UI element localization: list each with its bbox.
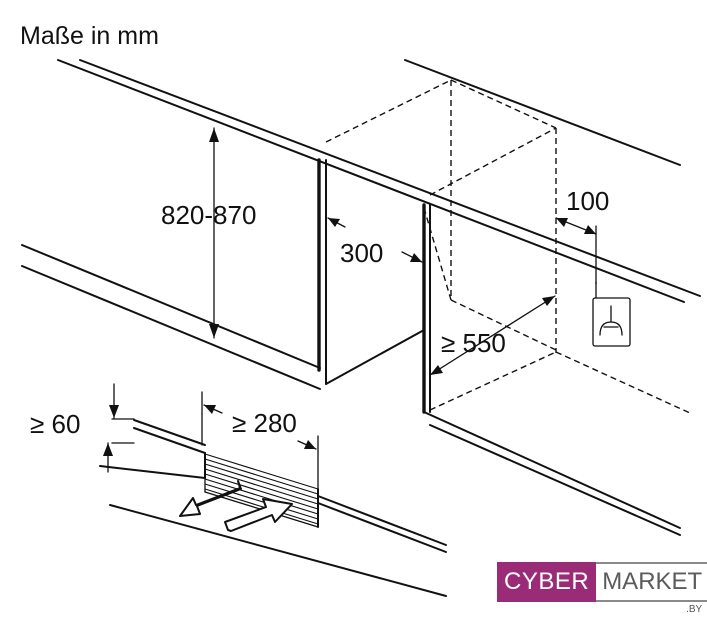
niche-depth-value: ≥ 550 xyxy=(441,328,506,358)
niche-depth-dimension xyxy=(429,295,556,376)
worktop xyxy=(57,59,701,303)
socket-icon xyxy=(592,281,631,347)
logo-market-text: MARKET xyxy=(602,568,703,595)
plinth-height-value: ≥ 60 xyxy=(30,409,80,439)
vent-width-value: ≥ 280 xyxy=(232,408,297,438)
niche-side-wall xyxy=(422,203,681,536)
logo-cyber: CYBER xyxy=(497,562,597,602)
air-out-arrow-icon xyxy=(179,480,242,517)
logo-suffix: .BY xyxy=(686,604,703,615)
clearance-100-dimension xyxy=(555,217,597,285)
cybermarket-logo: CYBER MARKET .BY xyxy=(497,562,707,615)
depth-300-value: 300 xyxy=(340,238,383,268)
depth-300-dimension xyxy=(327,217,423,263)
appliance-front-panel xyxy=(21,158,425,390)
vent-width-dimension xyxy=(201,391,319,489)
air-in-arrow-icon xyxy=(224,498,293,532)
plinth-height-dimension xyxy=(103,383,135,473)
clearance-100-value: 100 xyxy=(566,186,609,216)
diagram-title: Maße in mm xyxy=(20,22,159,50)
height-value: 820-870 xyxy=(161,200,256,230)
height-dimension xyxy=(209,127,219,339)
logo-market: MARKET .BY xyxy=(596,562,707,615)
niche-outline-dashed xyxy=(325,79,691,414)
